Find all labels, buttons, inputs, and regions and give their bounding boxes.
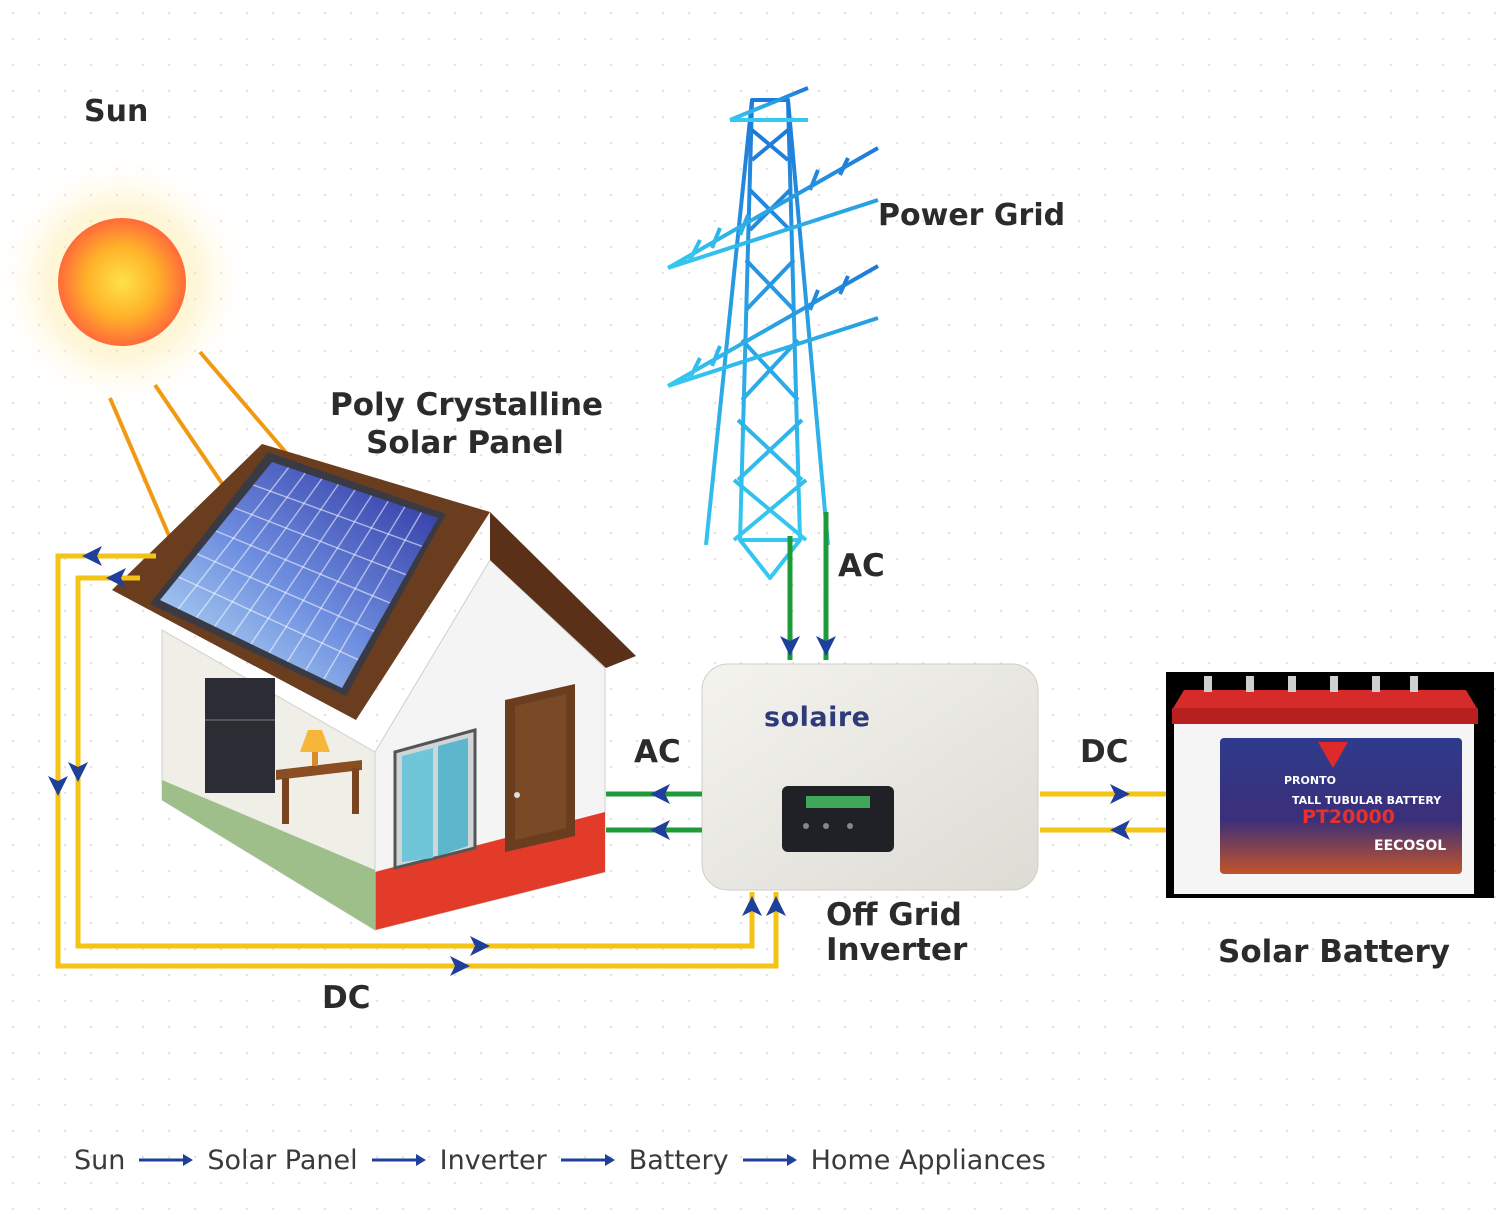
battery-model: PT20000 [1302, 806, 1395, 828]
label-inverter-line1: Off Grid [826, 897, 962, 933]
label-solar-panel: Poly Crystalline Solar Panel [330, 386, 604, 462]
label-sun: Sun [84, 94, 149, 129]
label-dc-panel: DC [322, 980, 371, 1016]
label-solar-panel-line1: Poly Crystalline [330, 387, 604, 423]
solar-panel-icon [150, 452, 446, 696]
flow-step-solar-panel: Solar Panel [207, 1144, 358, 1176]
label-inverter: Off Grid Inverter [826, 898, 967, 968]
flow-arrow-icon [139, 1154, 194, 1166]
battery-brand: PRONTO [1284, 774, 1336, 787]
label-power-grid: Power Grid [878, 198, 1066, 233]
label-solar-battery: Solar Battery [1218, 934, 1450, 970]
label-inverter-line2: Inverter [826, 932, 968, 968]
label-solar-panel-line2: Solar Panel [366, 425, 564, 461]
wire-direction-arrows [48, 546, 1130, 976]
ac-wires-home [606, 791, 702, 833]
flow-sequence: Sun Solar Panel Inverter Battery Home Ap… [74, 1140, 1046, 1180]
label-ac-home: AC [634, 734, 681, 770]
power-tower-icon [667, 86, 879, 580]
inverter-brand: solaire [764, 702, 871, 733]
dc-wires-battery [1040, 791, 1166, 833]
flow-step-battery: Battery [628, 1144, 729, 1176]
flow-arrow-icon [371, 1154, 426, 1166]
label-ac-grid: AC [838, 548, 885, 584]
sun-icon [0, 152, 252, 412]
ac-wires-grid [787, 512, 829, 660]
battery-title: TALL TUBULAR BATTERY [1292, 794, 1442, 807]
flow-step-home-appliances: Home Appliances [810, 1144, 1046, 1176]
label-dc-battery: DC [1080, 734, 1129, 770]
battery-icon [1166, 672, 1494, 898]
battery-maker: EECOSOL [1374, 838, 1447, 854]
flow-step-sun: Sun [74, 1144, 126, 1176]
flow-step-inverter: Inverter [439, 1144, 547, 1176]
flow-arrow-icon [742, 1154, 797, 1166]
inverter-icon [701, 663, 1039, 891]
flow-arrow-icon [560, 1154, 615, 1166]
